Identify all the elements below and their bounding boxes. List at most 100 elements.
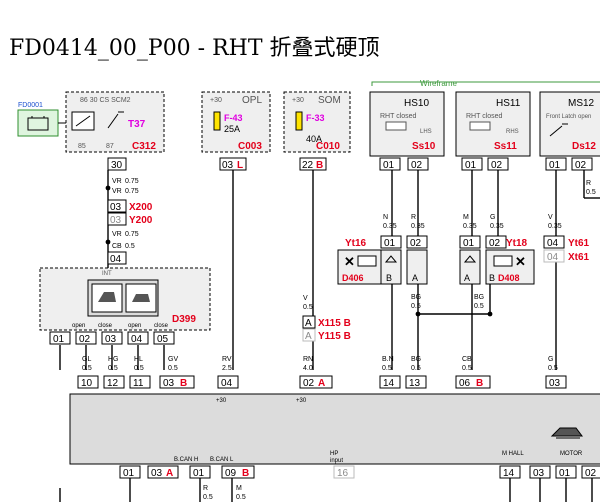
wire-vr2-size: 0.75 bbox=[125, 188, 139, 195]
car-roof-icon bbox=[550, 427, 583, 439]
car-close-icon bbox=[132, 294, 150, 302]
bus-wire-gv: GV bbox=[168, 356, 178, 363]
hs11-pin1: 01 bbox=[465, 160, 477, 171]
connector-22-label: 22 bbox=[302, 160, 314, 171]
bus-wire-bg: BG bbox=[411, 356, 421, 363]
hs10-line2: LHS bbox=[420, 129, 432, 135]
x115-label[interactable]: X115 B bbox=[318, 318, 351, 329]
bus-wire-gl-size: 0.5 bbox=[82, 365, 92, 372]
switch-int-label: INT bbox=[102, 271, 112, 277]
switch-connector[interactable]: D399 bbox=[172, 314, 196, 325]
wireframe-bracket bbox=[371, 81, 600, 86]
wire-n-code: N bbox=[383, 214, 388, 221]
fuse-som-header: +30 bbox=[292, 97, 304, 104]
bus-wire-cb-size: 0.5 bbox=[462, 365, 472, 372]
fuse-box-som bbox=[283, 91, 351, 153]
sensor-ms12 bbox=[539, 91, 600, 157]
hs11-connector[interactable]: Ss11 bbox=[494, 141, 517, 152]
ecu-pin-03b: 03 bbox=[549, 378, 561, 389]
y115-label[interactable]: Y115 B bbox=[318, 331, 351, 342]
yt16-pin2: 02 bbox=[410, 238, 422, 249]
fuse-som-icon bbox=[295, 111, 303, 131]
bottom-pin-01b: 01 bbox=[193, 468, 205, 479]
yt61-pin: 04 bbox=[547, 238, 559, 249]
x200-label[interactable]: X200 bbox=[129, 202, 153, 213]
ecu-pin-14: 14 bbox=[383, 378, 395, 389]
hs10-pin2: 02 bbox=[411, 160, 423, 171]
ecu-pin-04: 04 bbox=[221, 378, 233, 389]
yt16-label[interactable]: Yt16 bbox=[345, 238, 367, 249]
ms12-line1: Front Latch open bbox=[546, 114, 591, 120]
can-h-label: B.CAN H bbox=[174, 457, 198, 463]
relay-fuse-ref[interactable]: T37 bbox=[128, 119, 146, 130]
fuse-som-connector[interactable]: C010 bbox=[316, 141, 340, 152]
bottom-wires bbox=[59, 478, 593, 502]
fd-reference[interactable]: FD0001 bbox=[18, 102, 43, 109]
ecu-pin-03: 03 bbox=[163, 378, 175, 389]
bottom-pin-03-suffix: A bbox=[166, 468, 173, 479]
bottom-pin-02: 02 bbox=[585, 468, 597, 479]
connector-03-label: 03 bbox=[222, 160, 234, 171]
hs10-switch-icon bbox=[385, 121, 407, 131]
yt18-label[interactable]: Yt18 bbox=[506, 238, 528, 249]
hs10-connector[interactable]: Ss10 bbox=[412, 141, 436, 152]
x200-pin: 03 bbox=[110, 202, 122, 213]
wire-cb-code: CB bbox=[112, 243, 122, 250]
junction-dot bbox=[105, 239, 111, 245]
switch-label-open2: open bbox=[128, 323, 141, 329]
ecu-pin-11: 11 bbox=[133, 378, 144, 389]
yt18-pin1: 01 bbox=[463, 238, 475, 249]
switch-pin-04: 04 bbox=[131, 334, 143, 345]
bottom-pin-03b: 03 bbox=[533, 468, 545, 479]
yt16-pin1: 01 bbox=[384, 238, 396, 249]
xt61-label[interactable]: Xt61 bbox=[568, 252, 590, 263]
hs11-name: HS11 bbox=[496, 98, 521, 109]
wire-v1-code: V bbox=[548, 214, 553, 221]
hs11-line2: RHS bbox=[506, 129, 519, 135]
motor-label: MOTOR bbox=[560, 451, 583, 457]
ecu-pin-06: 06 bbox=[459, 378, 471, 389]
junction-dot bbox=[105, 185, 111, 191]
ms12-connector[interactable]: Ds12 bbox=[572, 141, 596, 152]
fuse-som-id[interactable]: F-33 bbox=[306, 113, 325, 123]
bottom-pin-03: 03 bbox=[151, 468, 163, 479]
bottom-pin-09-suffix: B bbox=[242, 468, 249, 479]
connector-30 bbox=[107, 157, 127, 171]
fuse-opl-connector[interactable]: C003 bbox=[238, 141, 262, 152]
yt16-cross-icon: ✕ bbox=[344, 254, 355, 269]
car-open-icon bbox=[98, 292, 116, 302]
bus-wire-bg-size: 0.5 bbox=[411, 365, 421, 372]
m-hall-label: M HALL bbox=[502, 451, 524, 457]
fuse-som-amp: 40A bbox=[306, 134, 322, 144]
bus-wire-cb: CB bbox=[462, 356, 472, 363]
ecu-pin-02: 02 bbox=[303, 378, 315, 389]
yt16-connector[interactable]: D406 bbox=[342, 273, 364, 283]
sensor-hs10 bbox=[369, 91, 445, 157]
bus-wire-bn: B.N bbox=[382, 356, 394, 363]
fuse-som-name: SOM bbox=[318, 95, 341, 106]
bottom-wire-r: R bbox=[203, 485, 208, 492]
y200-label[interactable]: Y200 bbox=[129, 215, 153, 226]
relay-switch-icon bbox=[107, 111, 124, 129]
bus-wire-hl-size: 0.5 bbox=[134, 365, 144, 372]
relay-pin-85: 85 bbox=[78, 143, 86, 150]
wire-g1-code: G bbox=[490, 214, 495, 221]
bottom-pin-01a: 01 bbox=[123, 468, 135, 479]
ecu-plus30b: +30 bbox=[296, 398, 307, 404]
switch-label-open1: open bbox=[72, 323, 85, 329]
yt18-connector[interactable]: D408 bbox=[498, 273, 520, 283]
wire-r2-code: R bbox=[586, 180, 591, 187]
yt16-pin-a: B bbox=[386, 273, 392, 283]
connector-30-label: 30 bbox=[111, 160, 123, 171]
wire-vr2-code: VR bbox=[112, 188, 122, 195]
yt16-pin-b: A bbox=[412, 273, 418, 283]
wire-vr1-code: VR bbox=[112, 178, 122, 185]
fuse-opl-id[interactable]: F-43 bbox=[224, 113, 243, 123]
yt61-label[interactable]: Yt61 bbox=[568, 238, 590, 249]
bus-wire-rv-size: 2.5 bbox=[222, 365, 232, 372]
bottom-pin-09: 09 bbox=[225, 468, 237, 479]
relay-connector[interactable]: C312 bbox=[132, 141, 156, 152]
wire-bg1-code: BG bbox=[411, 294, 421, 301]
wire-m-code: M bbox=[463, 214, 469, 221]
